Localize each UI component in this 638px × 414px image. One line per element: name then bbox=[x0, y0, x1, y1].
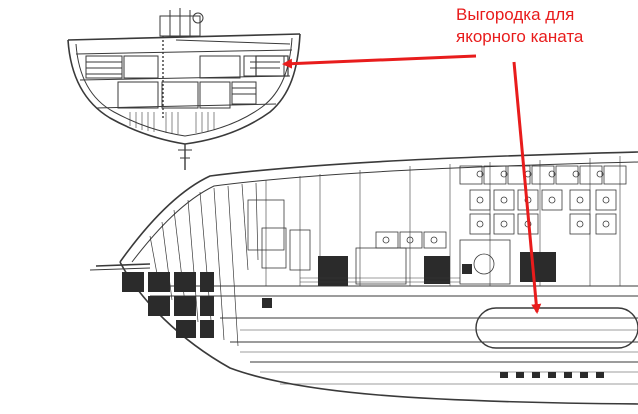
annotation-line-1: Выгородка для bbox=[456, 5, 575, 24]
arrow-to-cross-section bbox=[282, 54, 477, 69]
annotation-label: Выгородка для якорного каната bbox=[456, 4, 636, 48]
hull-cross-section bbox=[67, 8, 301, 170]
annotation-line-2: якорного каната bbox=[456, 27, 584, 46]
annotation-arrows bbox=[282, 54, 542, 314]
arrow-to-deck-plan bbox=[512, 61, 542, 314]
hull-deck-plan bbox=[89, 151, 638, 405]
